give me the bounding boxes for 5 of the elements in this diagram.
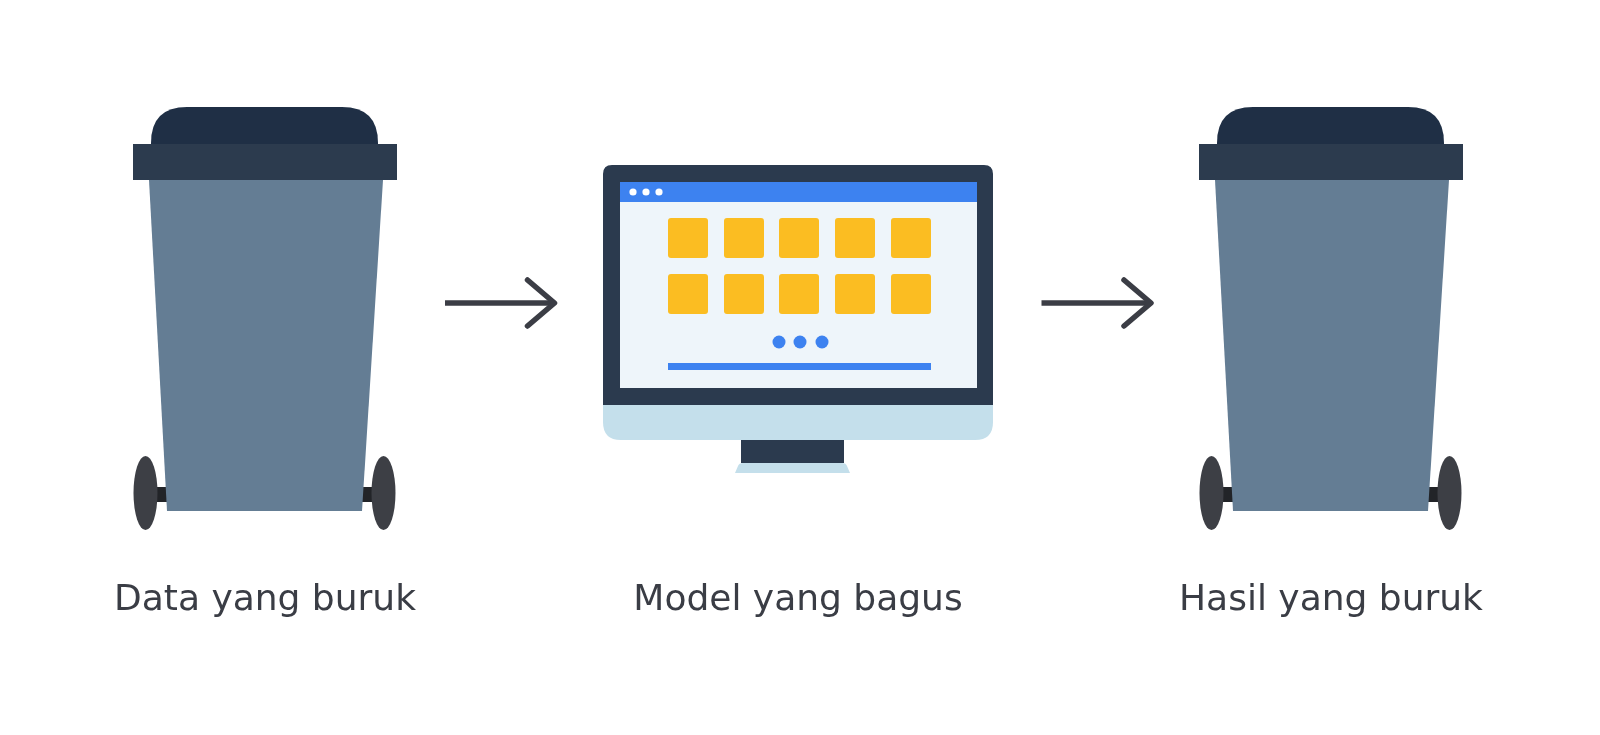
arrow xyxy=(445,277,558,329)
arrow xyxy=(1041,277,1154,329)
node-label: Model yang bagus xyxy=(633,576,963,620)
node-label: Hasil yang buruk xyxy=(1179,576,1483,620)
node-label: Data yang buruk xyxy=(114,576,416,620)
